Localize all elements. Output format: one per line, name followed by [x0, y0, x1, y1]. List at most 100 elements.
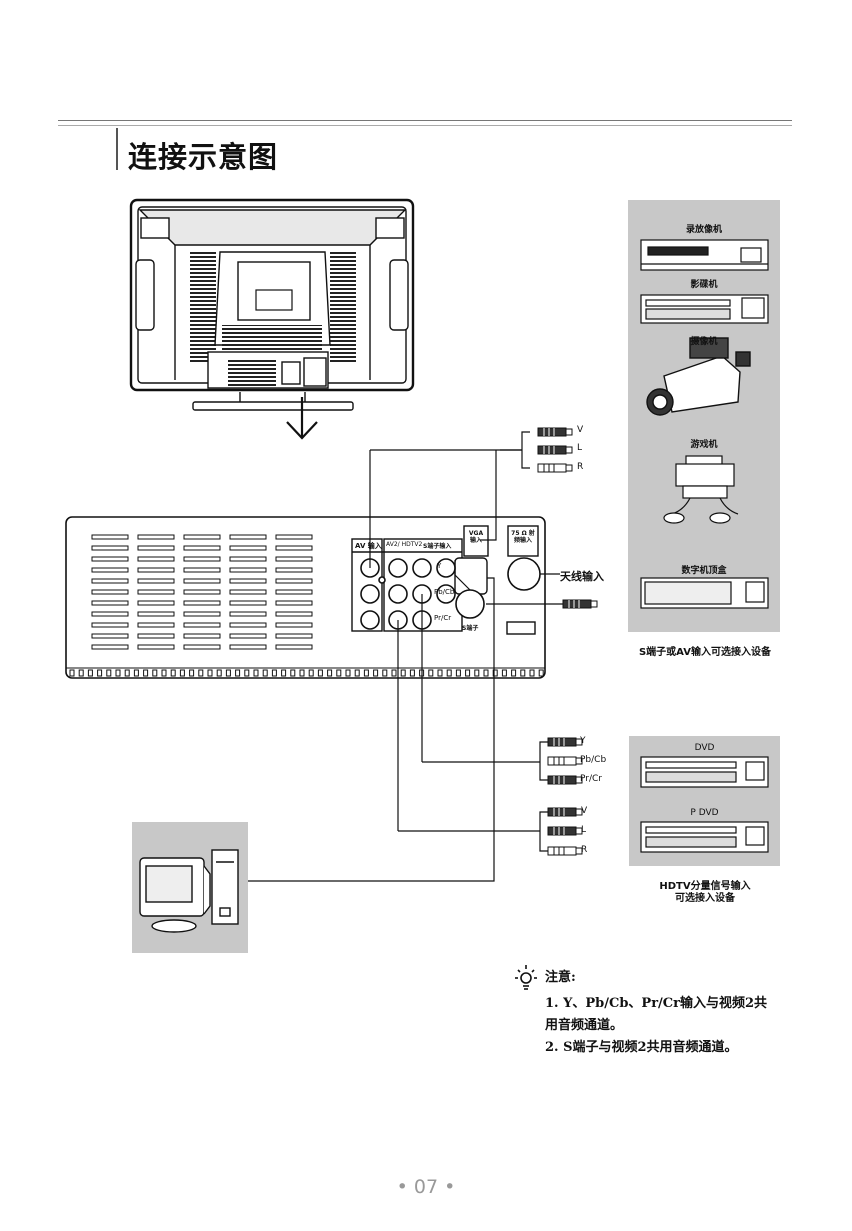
- panel-tick: [455, 669, 461, 677]
- vent-slot: [229, 633, 267, 639]
- panel-tick: [78, 669, 84, 677]
- rca-plug: [562, 599, 598, 609]
- panel-tick: [161, 669, 167, 677]
- panel-tick: [225, 669, 231, 677]
- panel-tick: [501, 669, 507, 677]
- vent-slot: [91, 633, 129, 639]
- panel-tick: [465, 669, 471, 677]
- jacks: [360, 557, 541, 630]
- vent-slot: [275, 644, 313, 650]
- panel-tick: [152, 669, 158, 677]
- cable-comp-pbcb: Pb/Cb: [580, 755, 607, 765]
- panel-tick: [253, 669, 259, 677]
- game-console-icon: [663, 455, 739, 524]
- vent-slot: [229, 644, 267, 650]
- panel-tick: [317, 669, 323, 677]
- rca-plug: [547, 826, 583, 836]
- note-line-3: 2. S端子与视频2共用音频通道。: [545, 1040, 738, 1055]
- panel-tick: [428, 669, 434, 677]
- device-label-vcr: 录放像机: [685, 225, 722, 235]
- panel-tick: [143, 669, 149, 677]
- panel-tick: [271, 669, 277, 677]
- rca-plug: [537, 445, 573, 455]
- vent-slot: [229, 589, 267, 595]
- panel-tick: [409, 669, 415, 677]
- vent-slot: [275, 600, 313, 606]
- vent-slot: [275, 556, 313, 562]
- set-top-box-icon: [640, 577, 769, 609]
- vent-slot: [137, 589, 175, 595]
- panel-tick: [124, 669, 130, 677]
- panel-tick: [235, 669, 241, 677]
- vent-slot: [91, 545, 129, 551]
- device-label-game: 游戏机: [690, 440, 718, 450]
- vent-slot: [137, 556, 175, 562]
- panel-tick: [207, 669, 213, 677]
- down-arrow-icon: [286, 397, 318, 440]
- label-s-terminal-in: S端子输入: [423, 543, 452, 550]
- rca-plug: [547, 807, 583, 817]
- cable-audio-v: V: [581, 806, 588, 816]
- cable-audio-l: L: [581, 825, 587, 835]
- vent-slot: [137, 567, 175, 573]
- panel-tick: [327, 669, 333, 677]
- rca-plug: [547, 737, 583, 747]
- vent-slot: [275, 567, 313, 573]
- vent-slot: [183, 622, 221, 628]
- panel-tick: [244, 669, 250, 677]
- panel-tick: [446, 669, 452, 677]
- vent-slot: [137, 534, 175, 540]
- label-av-in: AV 输入: [355, 542, 382, 550]
- vent-slot: [183, 589, 221, 595]
- label-av2-hdtv: AV2/ HDTV2: [386, 541, 423, 548]
- vent-slot: [229, 556, 267, 562]
- note-line-2: 用音频通道。: [545, 1018, 624, 1033]
- note-heading: 注意:: [545, 970, 576, 985]
- hdtv-pdvd-icon: [640, 821, 769, 853]
- vent-slot: [275, 534, 313, 540]
- rca-plugs: [537, 427, 598, 856]
- vent-slot: [91, 578, 129, 584]
- vent-slot: [183, 545, 221, 551]
- vent-slot: [137, 622, 175, 628]
- vent-slot: [275, 545, 313, 551]
- camcorder-icon: [646, 337, 751, 416]
- panel-tick: [437, 669, 443, 677]
- panel-tick: [354, 669, 360, 677]
- cable-audio-r: R: [581, 845, 588, 855]
- vent-slot: [183, 567, 221, 573]
- panel-tick: [290, 669, 296, 677]
- vent-slot: [183, 644, 221, 650]
- panel-tick: [382, 669, 388, 677]
- vent-slot: [91, 567, 129, 573]
- panel-tick: [345, 669, 351, 677]
- device-label-hdtv-pdvd: P DVD: [690, 808, 719, 818]
- cable-top-v: V: [577, 425, 584, 435]
- vent-slot: [91, 600, 129, 606]
- cable-comp-prcr: Pr/Cr: [580, 774, 602, 784]
- label-s-terminal: S端子: [462, 625, 479, 632]
- hdtv-dvd-icon: [640, 756, 769, 788]
- vent-slot: [137, 611, 175, 617]
- panel-tick: [281, 669, 287, 677]
- vent-slot: [229, 611, 267, 617]
- panel-tick: [216, 669, 222, 677]
- caption-av-devices: S端子或AV输入可选接入设备: [638, 647, 771, 658]
- panel-tick: [511, 669, 517, 677]
- cable-lines: [248, 431, 565, 882]
- rca-plug: [537, 427, 573, 437]
- panel-tick: [520, 669, 526, 677]
- vent-slot: [229, 534, 267, 540]
- panel-tick: [529, 669, 535, 677]
- panel-tick: [492, 669, 498, 677]
- vent-slot: [275, 633, 313, 639]
- note-line-1: 1. Y、Pb/Cb、Pr/Cr输入与视频2共: [545, 996, 768, 1011]
- page-number: • 07 •: [396, 1176, 456, 1198]
- device-label-dvd-player: 影碟机: [690, 280, 718, 290]
- panel-tick: [179, 669, 185, 677]
- tv-rear-illustration: [129, 198, 415, 411]
- panel-tick: [262, 669, 268, 677]
- device-label-camcorder: 摄像机: [690, 337, 718, 347]
- cable-comp-y: Y: [580, 736, 586, 746]
